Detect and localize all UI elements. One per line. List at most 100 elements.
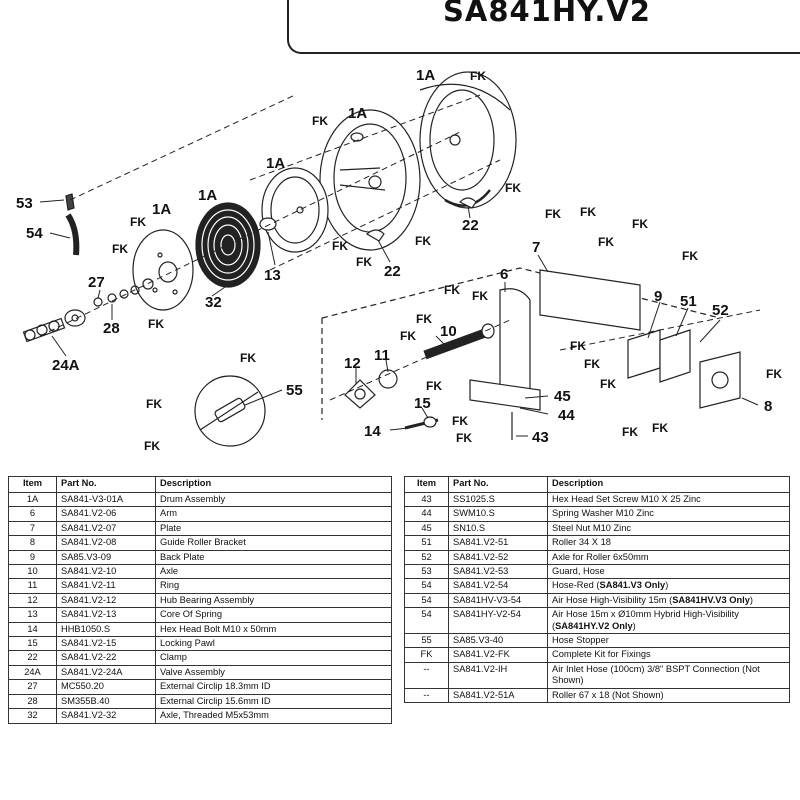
desc-model-note: SA841HY.V2 Only <box>555 620 633 631</box>
cell-part-no: SA841.V2-10 <box>56 564 156 580</box>
cell-part-no: SWM10.S <box>448 506 548 522</box>
desc-text: ) <box>665 580 669 591</box>
label-fk: FK <box>148 317 164 331</box>
cell-item: 28 <box>8 693 57 710</box>
cell-part-no: SA841.V2-12 <box>56 592 156 609</box>
label-6: 6 <box>500 266 508 283</box>
cell-part-no: MC550.20 <box>56 679 156 695</box>
label-1A: 1A <box>266 155 285 172</box>
cell-part-no: SS1025.S <box>448 491 548 508</box>
label-1A: 1A <box>348 105 367 122</box>
cell-part-no: SA85.V3-09 <box>56 549 156 566</box>
desc-model-note: SA841HV.V3 Only <box>672 594 750 605</box>
cell-item: 52 <box>404 549 449 566</box>
label-fk: FK <box>505 181 521 195</box>
label-fk: FK <box>426 379 442 393</box>
cell-item: FK <box>404 647 449 663</box>
cell-item: 54 <box>404 607 449 635</box>
table-header-row: Item Part No. Description <box>404 476 790 493</box>
side-plate <box>132 229 194 311</box>
cell-description: Roller 67 x 18 (Not Shown) <box>547 687 790 704</box>
desc-model-note: SA841.V3 Only <box>599 580 666 591</box>
label-fk: FK <box>632 217 648 231</box>
cell-part-no: SA841.V2-52 <box>448 549 548 566</box>
label-22: 22 <box>462 217 479 234</box>
cell-part-no: HHB1050.S <box>56 621 156 638</box>
header-item: Item <box>8 476 57 493</box>
cell-part-no: SA841-V3-01A <box>56 491 156 508</box>
cell-part-no: SA841.V2-IH <box>448 661 548 689</box>
cell-description: Complete Kit for Fixings <box>547 647 790 663</box>
label-10: 10 <box>440 323 457 340</box>
label-fk: FK <box>144 439 160 453</box>
cell-item: 10 <box>8 564 57 580</box>
cell-description: Back Plate <box>155 549 392 566</box>
cell-item: 12 <box>8 592 57 609</box>
locking-pawl <box>423 416 437 428</box>
cell-description: Spring Washer M10 Zinc <box>547 506 790 522</box>
label-9: 9 <box>654 288 662 305</box>
cell-part-no: SA841.V2-08 <box>56 535 156 551</box>
label-32: 32 <box>205 294 222 311</box>
cell-description: Guard, Hose <box>547 564 790 580</box>
cell-part-no: SA841HV-V3-54 <box>448 592 548 609</box>
label-fk: FK <box>356 255 372 269</box>
label-fk: FK <box>452 414 468 428</box>
label-24A: 24A <box>52 357 80 374</box>
cell-description: Guide Roller Bracket <box>155 535 392 551</box>
spring-core <box>259 217 277 231</box>
cell-part-no: SA85.V3-40 <box>448 633 548 649</box>
cell-description: Axle, Threaded M5x53mm <box>155 708 392 724</box>
cell-description: Air Hose High-Visibility 15m (SA841HV.V3… <box>547 592 790 609</box>
label-fk: FK <box>682 249 698 263</box>
label-51: 51 <box>680 293 697 310</box>
cell-part-no: SM355B.40 <box>56 693 156 710</box>
label-fk: FK <box>598 235 614 249</box>
cell-description: External Circlip 15.6mm ID <box>155 693 392 710</box>
cell-item: 55 <box>404 633 449 649</box>
label-54: 54 <box>26 225 43 242</box>
label-fk: FK <box>400 329 416 343</box>
cell-description: Drum Assembly <box>155 491 392 508</box>
label-7: 7 <box>532 239 540 256</box>
clamp-1 <box>458 197 477 209</box>
cell-part-no: SA841.V2-53 <box>448 564 548 580</box>
cell-description: Plate <box>155 520 392 537</box>
label-fk: FK <box>415 234 431 248</box>
label-fk: FK <box>130 215 146 229</box>
cell-description: Hex Head Bolt M10 x 50mm <box>155 621 392 638</box>
cell-item: 8 <box>8 535 57 551</box>
fk-labels: FK FK FK FK FK FK FK FK FK FK FK FK FK F… <box>112 69 782 453</box>
guide-roller-bracket <box>699 351 741 409</box>
label-55: 55 <box>286 382 303 399</box>
label-fk: FK <box>470 69 486 83</box>
cell-description: Valve Assembly <box>155 664 392 681</box>
cell-description: Axle <box>155 564 392 580</box>
cell-description: Steel Nut M10 Zinc <box>547 520 790 537</box>
cell-description: Ring <box>155 578 392 594</box>
circlip-28 <box>107 293 117 303</box>
label-fk: FK <box>332 239 348 253</box>
axle <box>423 328 487 360</box>
label-15: 15 <box>414 395 431 412</box>
label-fk: FK <box>456 431 472 445</box>
cell-description: Air Hose 15m x Ø10mm Hybrid High-Visibil… <box>547 607 790 635</box>
cell-item: 11 <box>8 578 57 594</box>
label-fk: FK <box>312 114 328 128</box>
cell-part-no: SA841.V2-51 <box>448 535 548 551</box>
drum-shell-1 <box>419 71 517 209</box>
cell-description: Arm <box>155 506 392 522</box>
label-14: 14 <box>364 423 381 440</box>
cell-part-no: SA841.V2-07 <box>56 520 156 537</box>
